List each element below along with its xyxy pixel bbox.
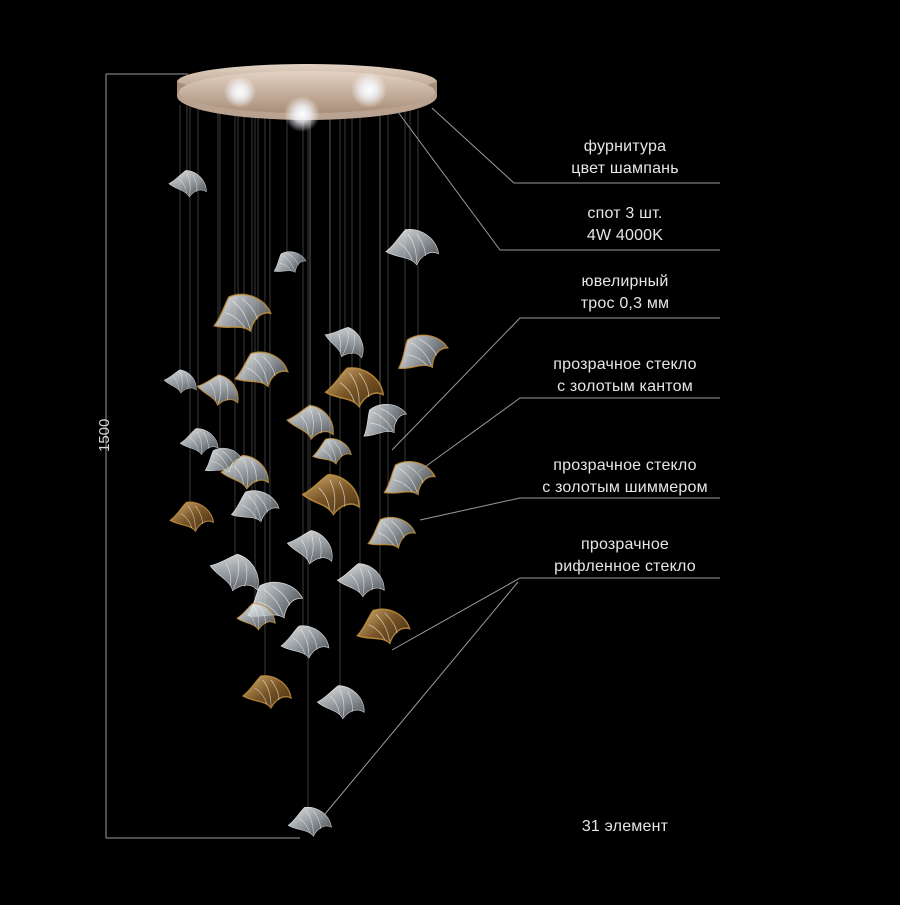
gold-edged-glass-element: [236, 603, 276, 631]
gold-edged-glass-element: [213, 293, 272, 333]
callout-cable: ювелирный трос 0,3 мм: [580, 273, 670, 312]
spot-icon: [284, 96, 320, 132]
gold-edged-glass-element: [196, 374, 239, 407]
gold-edged-glass-element: [397, 334, 449, 370]
clear-glass-element: [287, 806, 332, 837]
clear-glass-element: [179, 428, 219, 456]
callout-spots: спот 3 шт. 4W 4000K: [586, 205, 664, 244]
amber-glass-element: [356, 608, 411, 645]
callout-ribbed-glass: прозрачное рифленное стекло: [554, 536, 696, 575]
amber-glass-element: [324, 367, 385, 409]
clear-glass-element: [385, 229, 440, 266]
glass-elements: [163, 170, 449, 837]
clear-glass-element: [209, 553, 259, 592]
clear-glass-element: [204, 447, 243, 473]
callout-clear-glass-gold-shimmer: прозрачное стекло с золотым шиммером: [542, 457, 708, 496]
amber-glass-element: [301, 473, 360, 516]
gold-edged-glass-element: [234, 351, 289, 388]
clear-glass-element: [286, 530, 333, 565]
clear-glass-element: [363, 404, 408, 437]
clear-glass-element: [168, 170, 207, 198]
gold-edged-glass-element: [286, 404, 334, 441]
clear-glass-element: [316, 685, 365, 720]
clear-glass-element: [163, 369, 197, 394]
amber-glass-element: [169, 501, 215, 533]
callout-fittings: фурнитура цвет шампань: [571, 138, 679, 177]
gold-edged-glass-element: [367, 516, 417, 549]
callout-clear-glass-gold-edge: прозрачное стекло с золотым кантом: [553, 356, 697, 395]
gold-edged-glass-element: [311, 438, 353, 465]
dimension-line: [105, 73, 300, 839]
clear-glass-element: [273, 251, 307, 273]
amber-glass-element: [241, 675, 292, 710]
height-dimension-label: 1500: [96, 418, 113, 452]
clear-glass-element: [336, 563, 385, 598]
clear-glass-element: [280, 625, 330, 659]
leader-lines: [319, 107, 720, 821]
clear-glass-element: [230, 490, 280, 523]
spot-lights: [224, 72, 387, 132]
spot-icon: [224, 76, 256, 108]
suspension-cables: [179, 95, 419, 810]
spot-icon: [351, 72, 387, 108]
clear-glass-element: [324, 327, 364, 359]
element-count: 31 элемент: [581, 818, 669, 835]
